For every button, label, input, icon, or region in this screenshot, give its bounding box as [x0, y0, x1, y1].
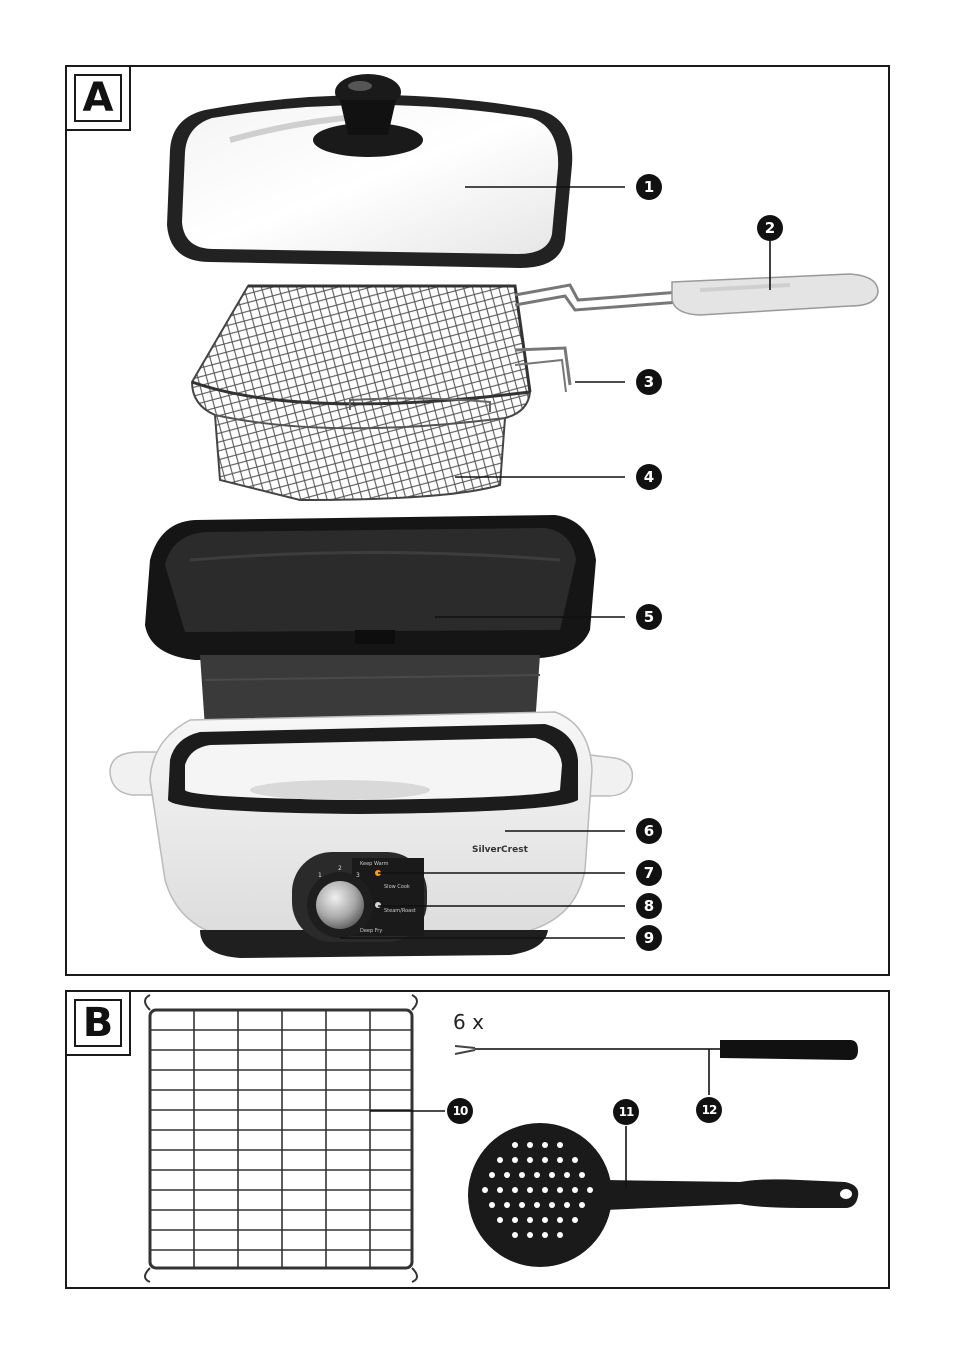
panel-a-label: A: [74, 74, 122, 122]
callout-6: 6: [636, 818, 662, 844]
dial-setting-1: Keep Warm: [360, 861, 389, 867]
callout-11: 11: [613, 1099, 639, 1125]
skimmer-ladle: [468, 1123, 859, 1267]
panel-a-tab: A: [65, 65, 131, 131]
panel-b-label: B: [74, 999, 122, 1047]
callout-1: 1: [636, 174, 662, 200]
dial-mark-3: 3: [356, 872, 360, 879]
callout-7: 7: [636, 860, 662, 886]
dial-setting-4: Deep Fry: [360, 928, 382, 934]
base-unit: 1 2 3 Keep Warm Slow Cook Steam/Roast De…: [109, 711, 634, 958]
fork-quantity-label: 6 x: [453, 1010, 484, 1034]
brand-logo: SilverCrest: [472, 845, 529, 855]
dial-mark-2: 2: [338, 865, 342, 872]
wire-rack: [144, 994, 418, 1283]
ready-lamp: [375, 902, 381, 908]
callout-3: 3: [636, 369, 662, 395]
temperature-knob[interactable]: [316, 881, 364, 929]
base-handle-right: [589, 754, 634, 797]
knob-base: [313, 123, 423, 157]
callout-12: 12: [696, 1097, 722, 1123]
figure-panel-b: [65, 990, 890, 1289]
dial-mark-1: 1: [318, 872, 322, 879]
callout-4: 4: [636, 464, 662, 490]
glass-lid: [167, 74, 573, 268]
callout-2: 2: [757, 215, 783, 241]
basket-handle: [671, 273, 879, 316]
fondue-fork: [454, 1040, 858, 1060]
frying-basket: [190, 273, 879, 502]
panel-b-tab: B: [65, 990, 131, 1056]
callout-5: 5: [636, 604, 662, 630]
callout-8: 8: [636, 893, 662, 919]
callout-9: 9: [636, 925, 662, 951]
dial-setting-2: Slow Cook: [384, 884, 410, 890]
callout-10: 10: [447, 1098, 473, 1124]
dial-setting-3: Steam/Roast: [384, 908, 416, 914]
